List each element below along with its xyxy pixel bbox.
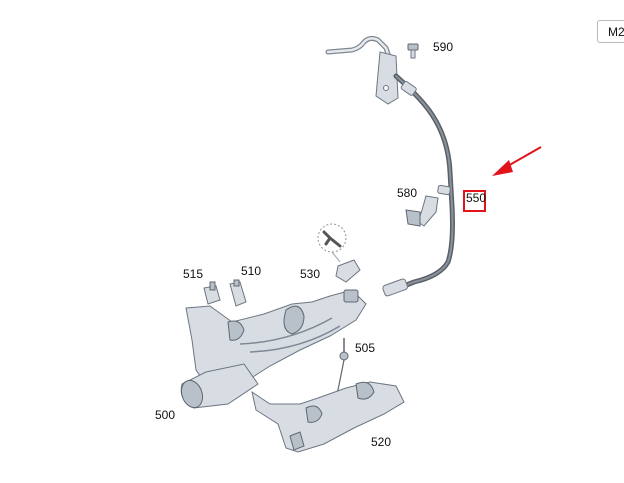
pipe-bracket-assembly — [325, 35, 399, 105]
callout-590[interactable]: 590 — [433, 40, 454, 54]
callout-550[interactable]: 550 — [466, 191, 487, 205]
callout-510[interactable]: 510 — [241, 264, 262, 278]
connector-530 — [335, 259, 361, 283]
callout-500[interactable]: 500 — [155, 408, 176, 422]
callout-520[interactable]: 520 — [371, 435, 392, 449]
callout-530[interactable]: 530 — [300, 267, 321, 281]
bolt-590 — [407, 43, 419, 59]
bracket-520 — [251, 381, 405, 453]
callout-505[interactable]: 505 — [355, 341, 376, 355]
hose-550 — [382, 73, 455, 297]
callout-580[interactable]: 580 — [397, 186, 418, 200]
wrench-symbol — [317, 223, 347, 263]
highlight-box — [463, 190, 486, 212]
model-toggle-button[interactable]: M2 — [597, 20, 624, 43]
housing-500 — [180, 289, 367, 409]
clip-515 — [203, 281, 221, 305]
callout-515[interactable]: 515 — [183, 267, 204, 281]
clip-510 — [229, 279, 247, 307]
bracket-580 — [405, 195, 439, 227]
pointer-arrow — [492, 146, 542, 176]
